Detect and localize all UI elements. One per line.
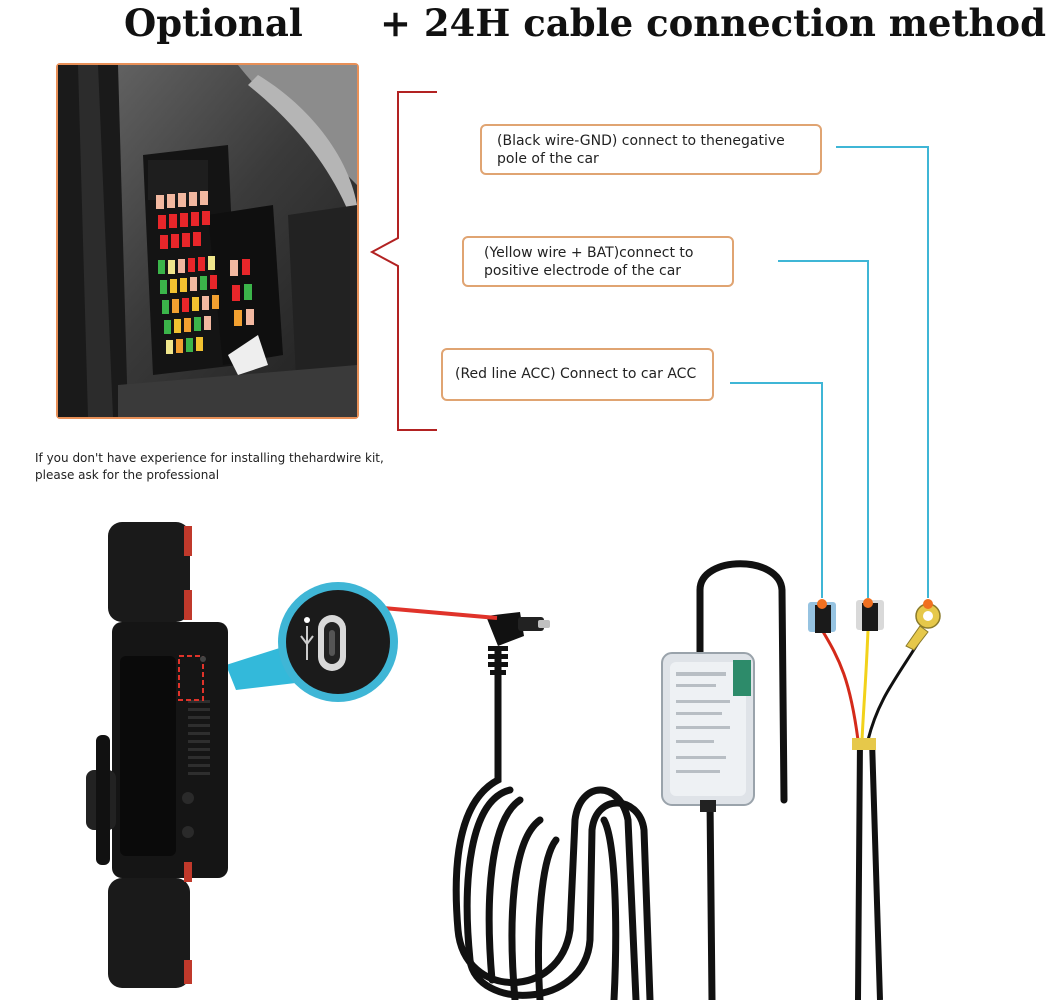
acc-connection-dot (817, 599, 827, 609)
connection-method-title: + 24H cable connection method (380, 1, 1046, 45)
fuse-tap-acc (808, 602, 836, 633)
black-gnd-wire (866, 639, 922, 741)
optional-title: Optional (124, 1, 303, 45)
fuse-box-photo (56, 63, 359, 419)
fuse-tap-bat (856, 600, 884, 631)
usb-icon (300, 617, 314, 660)
bracket (369, 91, 437, 431)
connector-highlight-line (382, 606, 498, 620)
ring-terminal (905, 603, 941, 651)
gnd-label-line2: pole of the car (497, 151, 599, 167)
gnd-label-line1: (Black wire-GND) connect to thenegative (497, 133, 785, 149)
gnd-connection-dot (923, 599, 933, 609)
bat-wire-label: (Yellow wire + BAT)connect to positive e… (462, 236, 734, 287)
port-magnifier (278, 582, 398, 702)
usb-c-port-icon (318, 615, 346, 671)
port-highlight-box (178, 655, 204, 701)
note-line2: please ask for the professional (35, 468, 220, 482)
power-cable (452, 560, 788, 1000)
voltage-converter-box (661, 652, 755, 812)
note-line1: If you don't have experience for install… (35, 451, 384, 465)
leader-line-acc (730, 382, 823, 598)
yellow-bat-wire (860, 629, 870, 741)
leader-line-bat (778, 260, 869, 598)
bat-label-line2: positive electrode of the car (484, 263, 682, 279)
fuse-box-illustration (58, 65, 357, 417)
usb-c-plug (486, 612, 550, 675)
leader-line-gnd (836, 146, 929, 598)
red-acc-wire (820, 629, 860, 741)
dashcam-device (86, 522, 228, 988)
acc-label-line1: (Red line ACC) Connect to car ACC (455, 366, 697, 382)
gnd-wire-label: (Black wire-GND) connect to thenegative … (480, 124, 822, 175)
bat-connection-dot (863, 598, 873, 608)
acc-wire-label: (Red line ACC) Connect to car ACC (441, 348, 714, 401)
installation-note: If you don't have experience for install… (35, 450, 435, 484)
bat-label-line1: (Yellow wire + BAT)connect to (484, 245, 694, 261)
